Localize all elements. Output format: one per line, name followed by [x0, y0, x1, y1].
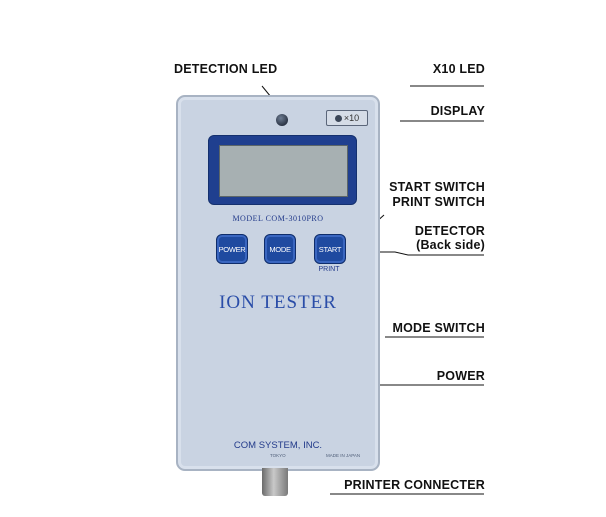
model-label: MODEL COM-3010PRO: [232, 214, 324, 223]
maker-label: COM SYSTEM, INC.: [233, 440, 323, 451]
label-power: POWER: [436, 369, 485, 383]
ion-tester-device: ×10 MODEL COM-3010PRO POWER MODE START P…: [176, 95, 380, 471]
x10-badge-text: ×10: [343, 113, 360, 123]
small-print-left: TOKYO: [270, 453, 286, 458]
label-display: DISPLAY: [430, 104, 485, 118]
label-printer-connecter: PRINTER CONNECTER: [344, 478, 485, 492]
brand-title: ION TESTER: [219, 292, 337, 313]
label-mode-switch: MODE SWITCH: [392, 321, 485, 335]
display-frame: [208, 135, 357, 205]
label-detector: DETECTOR: [414, 224, 485, 238]
label-detection-led: DETECTION LED: [174, 62, 278, 76]
power-button[interactable]: POWER: [216, 234, 248, 264]
lcd-screen: [219, 145, 348, 197]
small-print-right: MADE IN JAPAN: [326, 453, 361, 458]
label-start-switch: START SWITCH: [389, 180, 485, 194]
print-label: PRINT: [318, 266, 340, 273]
start-button[interactable]: START: [314, 234, 346, 264]
x10-led-badge: ×10: [326, 110, 368, 126]
label-detector-sub: (Back side): [416, 238, 485, 252]
detection-led-icon: [276, 114, 288, 126]
label-x10-led: X10 LED: [432, 62, 485, 76]
label-print-switch: PRINT SWITCH: [392, 195, 485, 209]
leader-detector: [380, 251, 484, 256]
x10-led-icon: [334, 114, 342, 122]
printer-connector: [262, 468, 288, 496]
mode-button[interactable]: MODE: [264, 234, 296, 264]
